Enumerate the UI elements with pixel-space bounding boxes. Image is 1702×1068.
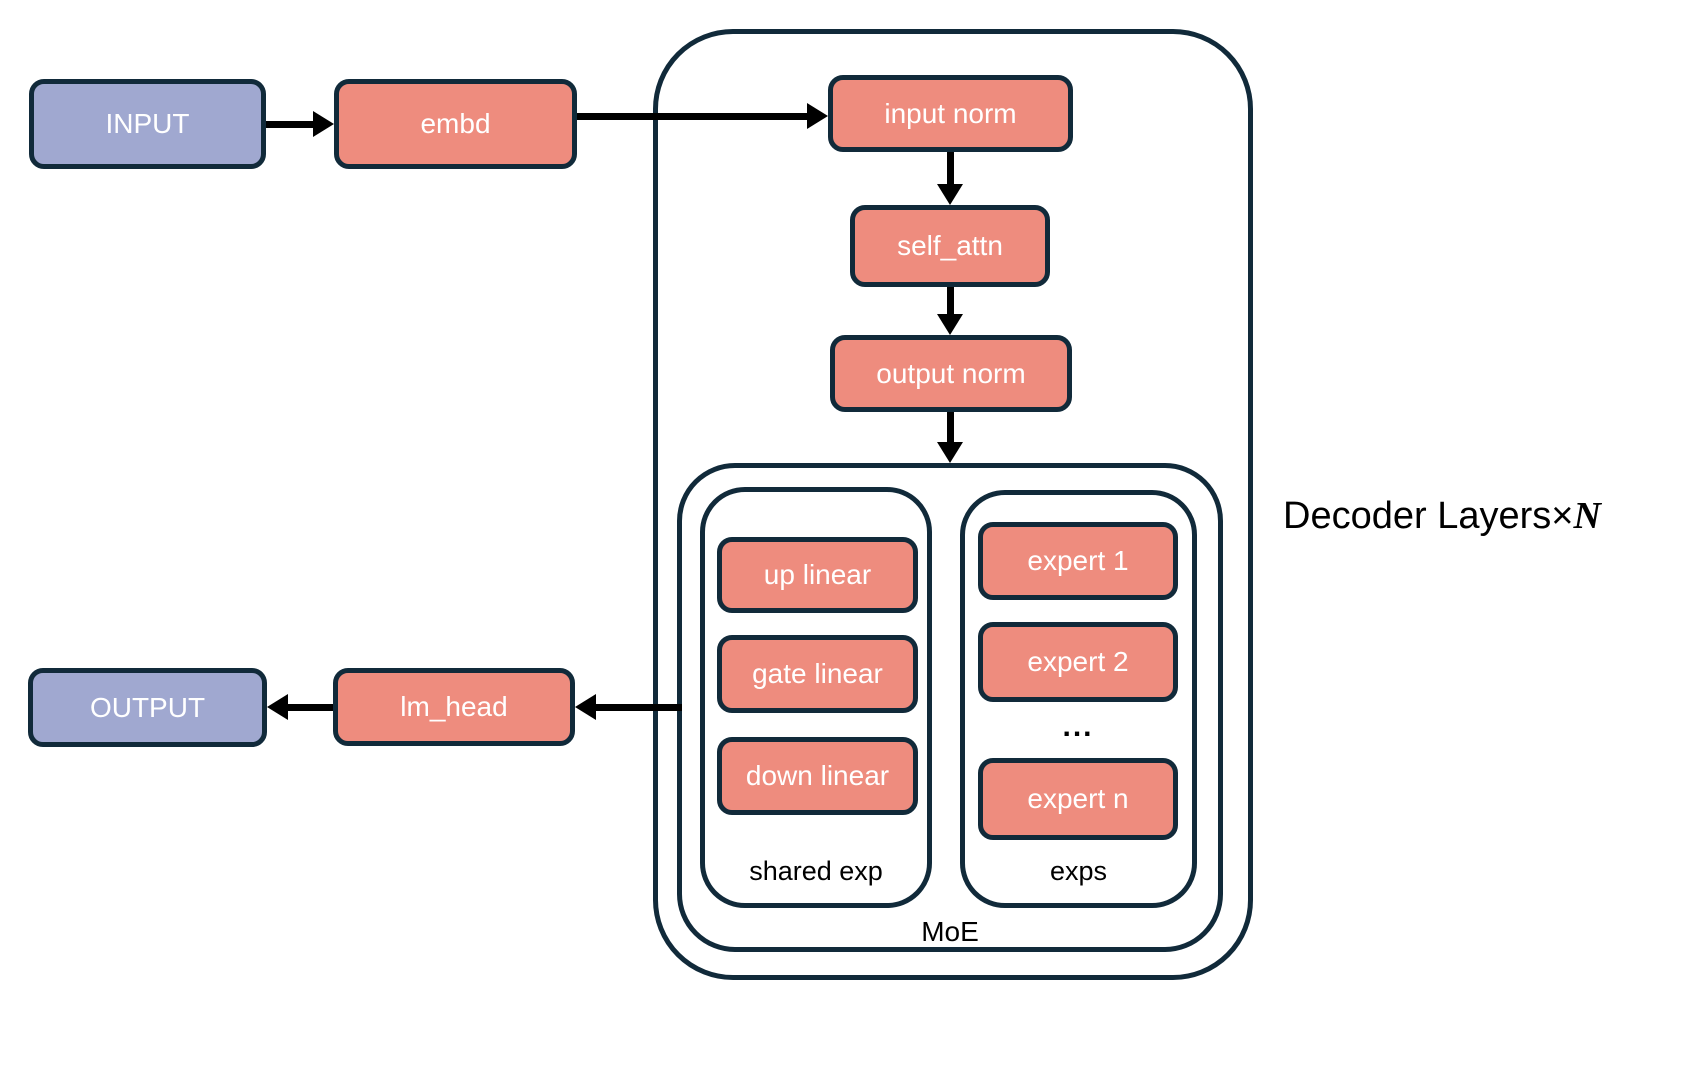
decoder-layers-container [653,29,1253,980]
lm-head-node: lm_head [333,668,575,746]
embd-node: embd [334,79,577,169]
shared-exp-container [700,487,932,908]
down-linear-node: down linear [717,737,918,815]
arrow-self-attn-to-output-norm-head [937,314,963,335]
arrow-output-norm-to-moe-shaft [947,412,954,445]
arrow-input-norm-to-self-attn-shaft [947,152,954,187]
expert-1-node: expert 1 [978,522,1178,600]
decoder-layers-n: N [1573,495,1601,537]
experts-ellipsis: ... [1062,710,1094,743]
self-attn-node: self_attn [850,205,1050,287]
decoder-layers-label-text: Decoder Layers× [1283,495,1574,537]
output-node: OUTPUT [28,668,267,747]
arrow-output-norm-to-moe-head [937,442,963,463]
arrow-self-attn-to-output-norm-shaft [947,287,954,317]
input-norm-node: input norm [828,75,1073,152]
gate-linear-node: gate linear [717,635,918,713]
arrow-lm-head-to-output-head [267,694,288,720]
arrow-lm-head-to-output-shaft [286,704,333,711]
arrow-input-to-embd-shaft [266,121,316,128]
arrow-embd-to-input-norm-shaft [577,113,809,120]
expert-n-node: expert n [978,758,1178,840]
up-linear-node: up linear [717,537,918,613]
exps-label: exps [1049,856,1108,886]
output-norm-node: output norm [830,335,1072,412]
decoder-layers-label: Decoder Layers×N [1283,494,1601,538]
arrow-moe-to-lm-head-head [575,694,596,720]
input-node: INPUT [29,79,266,169]
expert-2-node: expert 2 [978,622,1178,702]
arrow-input-to-embd-head [313,111,334,137]
moe-label: MoE [921,916,979,947]
exps-container [960,490,1197,908]
shared-exp-label: shared exp [749,856,883,886]
arrow-embd-to-input-norm-head [807,103,828,129]
arrow-moe-to-lm-head-shaft [594,704,682,711]
arrow-input-norm-to-self-attn-head [937,184,963,205]
